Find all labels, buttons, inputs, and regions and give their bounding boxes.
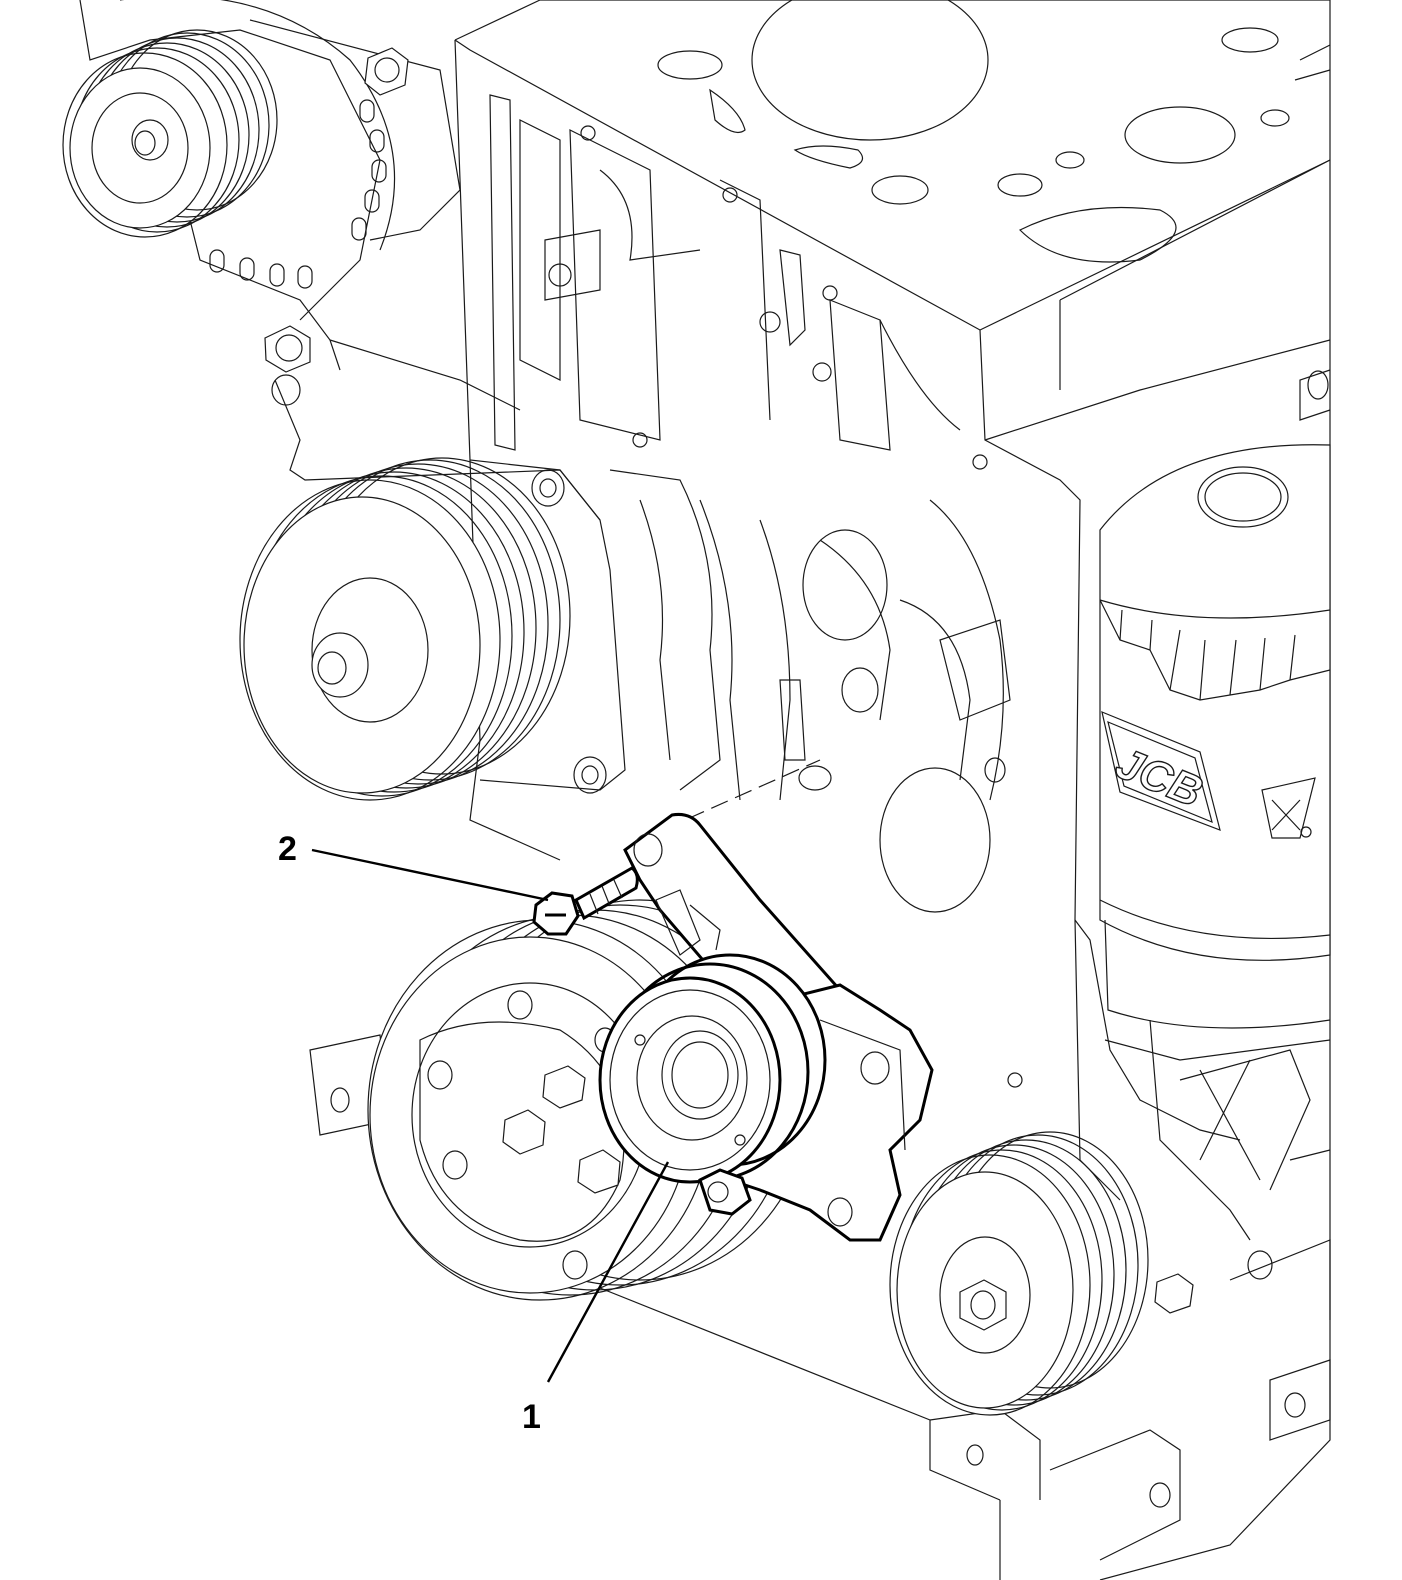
alternator-top-bolt: [365, 48, 408, 95]
oil-filter: JCB: [1100, 370, 1330, 1060]
water-pump-housing: [275, 380, 625, 793]
alternator: [63, 0, 520, 410]
callout-2-label: 2: [278, 830, 297, 868]
callout-2-leader: [312, 850, 548, 900]
idler-pulley: [890, 1132, 1193, 1415]
belt-tensioner: [600, 814, 932, 1240]
callout-1-leader: [548, 1162, 668, 1382]
water-pump-pulley: [240, 458, 570, 800]
filter-mount-bracket: [1075, 920, 1330, 1240]
callout-1: 1: [522, 1162, 668, 1436]
alternator-vent-slots: [210, 100, 386, 288]
engine-block: [310, 0, 1330, 1580]
warning-symbol: [1262, 778, 1315, 838]
alternator-pulley: [63, 30, 277, 237]
tensioner-bolt: [534, 868, 637, 934]
callout-2: 2: [278, 830, 548, 900]
crankshaft-pulley-bolts: [503, 1066, 620, 1193]
alternator-lower-bolt: [265, 326, 310, 405]
callout-1-label: 1: [522, 1398, 541, 1436]
